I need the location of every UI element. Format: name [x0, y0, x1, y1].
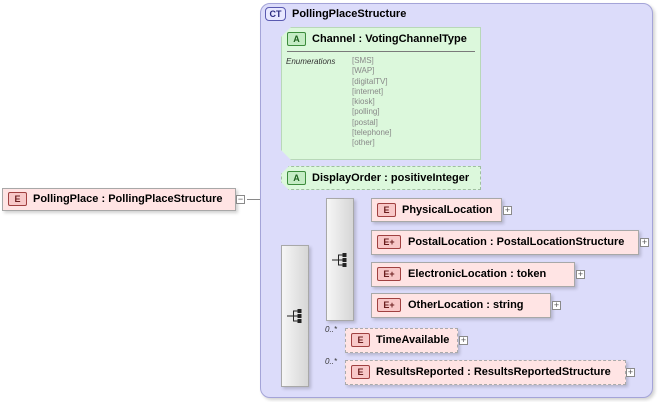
element-electronic-location-name: ElectronicLocation — [408, 268, 508, 280]
complex-type-title: PollingPlaceStructure — [292, 8, 407, 20]
element-badge: E — [351, 333, 370, 347]
attribute-badge: A — [287, 171, 306, 185]
element-postal-location[interactable] — [371, 230, 639, 255]
element-badge: E+ — [377, 267, 401, 281]
attribute-display-order[interactable] — [281, 166, 481, 190]
enumeration-value: [SMS] — [352, 56, 374, 65]
element-badge: E+ — [377, 298, 401, 312]
element-other-location[interactable] — [371, 293, 551, 318]
sequence-icon — [287, 309, 302, 323]
element-physical-location-name: PhysicalLocation — [402, 204, 493, 216]
enumeration-value: [postal] — [352, 117, 378, 127]
attribute-badge: A — [287, 32, 306, 46]
element-other-location-sep: : — [486, 299, 490, 311]
element-postal-location-sep: : — [489, 236, 494, 248]
element-badge-plus: + — [389, 300, 395, 310]
choice-icon — [332, 253, 347, 267]
element-postal-location-label: PostalLocation : PostalLocationStructure — [408, 235, 624, 249]
expand-results-reported-button[interactable]: + — [626, 367, 635, 377]
attribute-display-order-sep: : — [384, 172, 388, 184]
enumeration-value: [WAP] — [352, 66, 375, 76]
attribute-display-order-name: DisplayOrder — [312, 172, 382, 184]
root-type: PollingPlaceStructure — [108, 193, 223, 205]
element-other-location-type: string — [492, 299, 524, 311]
element-electronic-location[interactable] — [371, 262, 575, 287]
expand-postal-location-button[interactable]: + — [640, 237, 649, 247]
element-physical-location-label: PhysicalLocation — [402, 203, 492, 217]
root-collapse-button[interactable]: − — [236, 194, 245, 204]
element-results-reported-name: ResultsReported — [376, 366, 465, 378]
root-element-polling-place[interactable] — [2, 188, 236, 211]
enumerations-heading: Enumerations — [286, 57, 336, 66]
attribute-channel[interactable] — [281, 27, 481, 160]
attribute-channel-sep: : — [358, 33, 363, 45]
element-results-reported-sep: : — [467, 366, 471, 378]
element-badge-plus: + — [389, 237, 395, 247]
element-badge: E — [351, 365, 370, 379]
element-results-reported-type: ResultsReportedStructure — [473, 366, 611, 378]
element-badge: E+ — [377, 235, 401, 249]
element-electronic-location-sep: : — [510, 268, 514, 280]
cardinality-label: 0..* — [325, 357, 338, 366]
enumeration-value: [internet] — [352, 86, 384, 96]
element-other-location-name: OtherLocation — [408, 299, 484, 311]
root-element-name: PollingPlace : PollingPlaceStructure — [33, 192, 223, 206]
enumeration-value: [digitalTV] — [352, 76, 388, 86]
element-badge: E — [8, 192, 27, 206]
element-electronic-location-label: ElectronicLocation : token — [408, 267, 546, 281]
expand-electronic-location-button[interactable]: + — [576, 269, 585, 279]
enumeration-value: [kiosk] — [352, 97, 375, 107]
attribute-display-order-type: positiveInteger — [390, 172, 470, 184]
expand-other-location-button[interactable]: + — [552, 300, 561, 310]
element-badge-plus: + — [389, 269, 395, 279]
attribute-channel-type: VotingChannelType — [365, 33, 467, 45]
element-badge-letter: E — [383, 237, 390, 247]
enumeration-value: [other] — [352, 138, 375, 148]
expand-time-available-button[interactable]: + — [459, 335, 468, 345]
attribute-divider — [287, 51, 475, 52]
enumerations-list: [SMS] [WAP] [digitalTV] [internet] [kios… — [352, 56, 392, 149]
expand-physical-location-button[interactable]: + — [503, 205, 512, 215]
attribute-display-order-label: DisplayOrder : positiveInteger — [312, 171, 469, 185]
enumeration-value: [telephone] — [352, 128, 392, 138]
root-sep: : — [101, 193, 106, 205]
element-badge-letter: E — [383, 300, 390, 310]
attribute-channel-name: Channel — [312, 33, 356, 45]
element-results-reported-label: ResultsReported : ResultsReportedStructu… — [376, 365, 611, 379]
element-time-available-label: TimeAvailable — [376, 333, 449, 347]
element-results-reported[interactable] — [345, 360, 626, 385]
root-name: PollingPlace — [33, 193, 99, 205]
attribute-channel-label: Channel : VotingChannelType — [312, 32, 467, 46]
element-electronic-location-type: token — [516, 268, 547, 280]
cardinality-label: 0..* — [325, 325, 338, 334]
element-other-location-label: OtherLocation : string — [408, 298, 524, 312]
element-time-available-name: TimeAvailable — [376, 334, 450, 346]
element-postal-location-name: PostalLocation — [408, 236, 487, 248]
enumeration-value: [polling] — [352, 107, 380, 117]
element-postal-location-type: PostalLocationStructure — [496, 236, 625, 248]
element-badge: E — [377, 203, 396, 217]
element-badge-letter: E — [383, 269, 390, 279]
complex-type-badge: CT — [265, 7, 286, 21]
